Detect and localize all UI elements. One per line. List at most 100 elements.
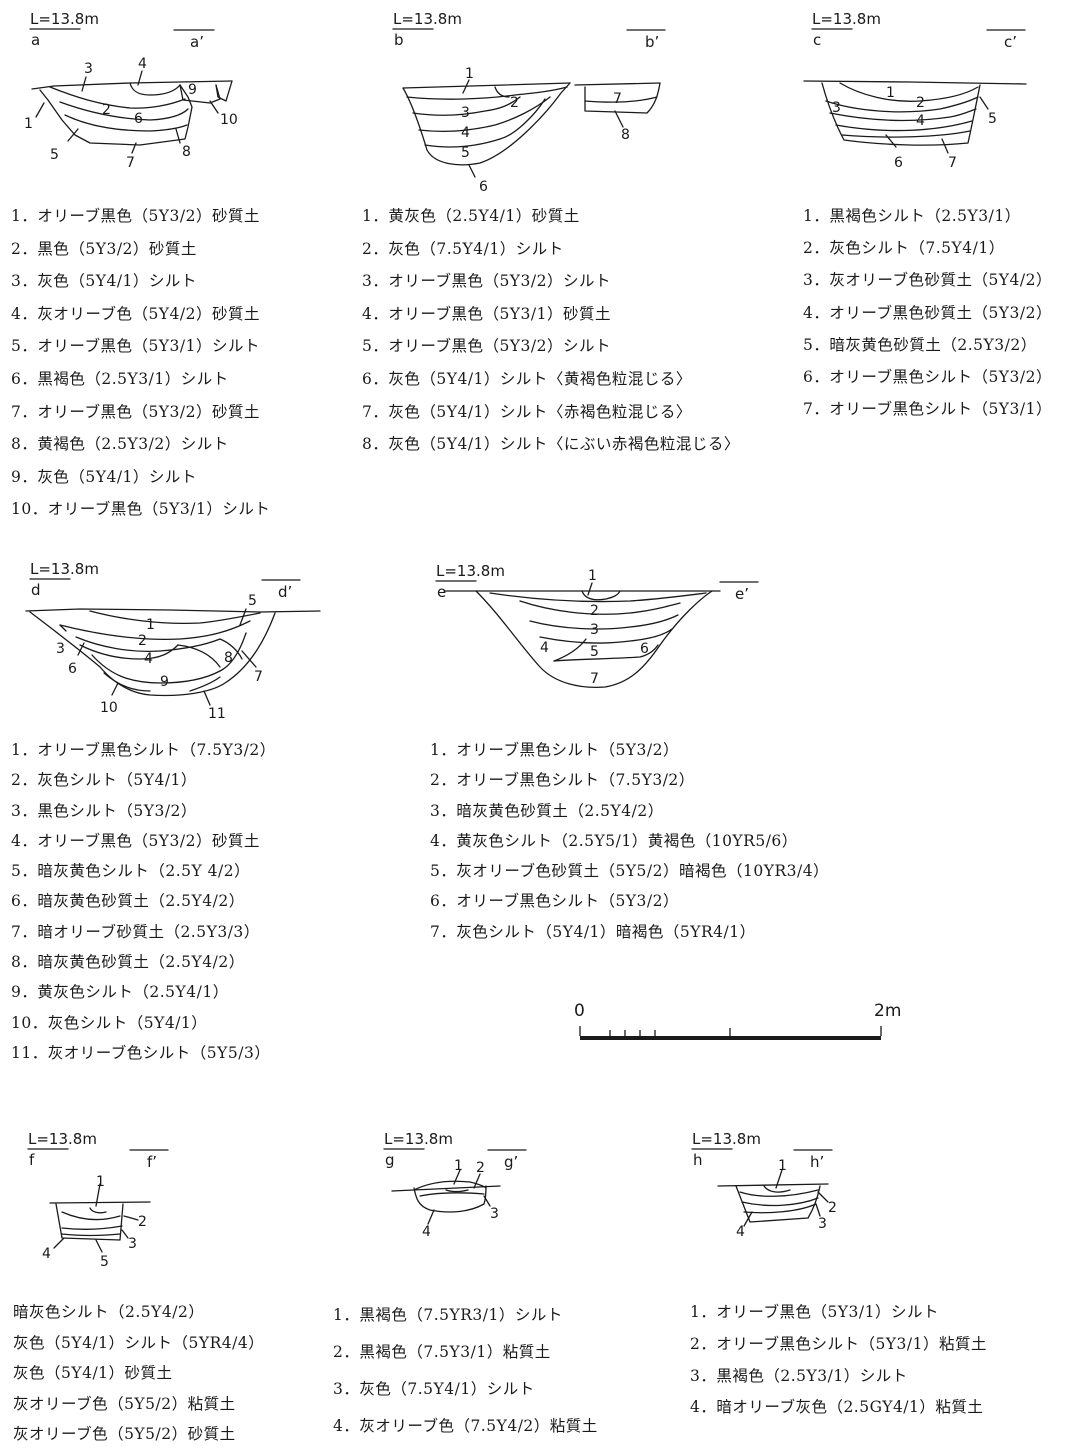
- svg-text:8: 8: [224, 650, 233, 666]
- legend-item: 6．黒褐色（2.5Y3/1）シルト: [11, 369, 229, 388]
- section-h-drawing: L=13.8m h h’ 1 2 3 4: [691, 1130, 837, 1240]
- legend-item: 4．灰オリーブ色（7.5Y4/2）粘質土: [333, 1417, 598, 1435]
- legend-item: 2．灰色シルト（7.5Y4/1）: [803, 239, 1005, 258]
- legend-item: 3．灰色（5Y4/1）シルト: [11, 272, 197, 291]
- section-e-drawing: L=13.8m e e’ 1 2 3 4 5 6 7: [435, 562, 759, 689]
- svg-text:4: 4: [144, 651, 153, 667]
- svg-text:4: 4: [42, 1246, 51, 1262]
- legend-item: 3．オリーブ黒色（5Y3/2）シルト: [362, 272, 611, 291]
- legend-item: 3．暗灰黄色砂質土（2.5Y4/2）: [430, 801, 664, 820]
- legend-item: 4．黄灰色シルト（2.5Y5/1）黄褐色（10YR5/6）: [430, 831, 798, 850]
- section-e-legend: 1．オリーブ黒色シルト（5Y3/2） 2．オリーブ黒色シルト（7.5Y3/2） …: [430, 735, 829, 947]
- legend-item: 8．黄褐色（2.5Y3/2）シルト: [11, 435, 229, 454]
- svg-text:6: 6: [68, 661, 77, 677]
- svg-text:3: 3: [84, 61, 93, 77]
- section-c-start-label: c: [813, 31, 821, 49]
- legend-item: 6．オリーブ黒色シルト（5Y3/2）: [803, 368, 1052, 387]
- svg-text:7: 7: [613, 91, 622, 107]
- section-g-start-label: g: [385, 1151, 395, 1169]
- legend-item: 10．オリーブ黒色（5Y3/1）シルト: [11, 500, 271, 519]
- legend-item: 4．オリーブ黒色（5Y3/1）砂質土: [362, 304, 611, 323]
- legend-item: 3．黒褐色（2.5Y3/1）シルト: [690, 1366, 908, 1385]
- svg-text:3: 3: [818, 1216, 827, 1232]
- legend-item: 4．暗オリーブ灰色（2.5GY4/1）粘質土: [690, 1398, 984, 1417]
- legend-item: 2．黒色（5Y3/2）砂質土: [11, 239, 197, 258]
- svg-text:2: 2: [102, 102, 111, 118]
- legend-item: 4．オリーブ黒色砂質土（5Y3/2）: [803, 303, 1052, 322]
- scale-max-label: 2m: [874, 1001, 901, 1021]
- section-b-level: L=13.8m: [393, 10, 462, 28]
- section-g-legend: 1．黒褐色（7.5YR3/1）シルト 2．黒褐色（7.5Y3/1）粘質土 3．灰…: [333, 1297, 598, 1445]
- svg-text:3: 3: [128, 1236, 137, 1252]
- legend-item: 5．オリーブ黒色（5Y3/1）シルト: [11, 337, 260, 356]
- svg-text:1: 1: [454, 1158, 463, 1174]
- section-a-drawing: L=13.8m a a’ 1 2 3 4 5 6 7 8 9 10: [24, 10, 238, 171]
- section-c-legend: 1．黒褐色シルト（2.5Y3/1） 2．灰色シルト（7.5Y4/1） 3．灰オリ…: [803, 200, 1052, 425]
- section-e-level: L=13.8m: [436, 562, 505, 580]
- svg-text:1: 1: [886, 85, 895, 101]
- section-b-drawing: L=13.8m b b’ 1 2 3 4 5 6 7 8: [392, 10, 666, 195]
- legend-item: 5．暗灰黄色シルト（2.5Y 4/2）: [11, 862, 251, 881]
- legend-item: 4．灰オリーブ色（5Y4/2）砂質土: [11, 304, 260, 323]
- legend-item: 1．オリーブ黒色（5Y3/2）砂質土: [11, 207, 260, 225]
- svg-text:4: 4: [916, 113, 925, 129]
- svg-text:3: 3: [832, 100, 841, 116]
- svg-text:5: 5: [100, 1254, 109, 1270]
- svg-text:6: 6: [479, 179, 488, 195]
- scale-zero-label: 0: [574, 1001, 585, 1021]
- scale-bar: 0 2m: [574, 1001, 901, 1040]
- svg-text:5: 5: [248, 593, 257, 609]
- legend-item: 1．黒褐色（7.5YR3/1）シルト: [333, 1306, 563, 1324]
- legend-item: 5．灰オリーブ色砂質土（5Y5/2）暗褐色（10YR3/4）: [430, 862, 830, 881]
- section-h-start-label: h: [693, 1151, 703, 1169]
- svg-text:3: 3: [490, 1206, 499, 1222]
- legend-item: 2．灰色（7.5Y4/1）シルト: [362, 239, 564, 258]
- svg-text:1: 1: [465, 66, 474, 82]
- section-c-end-label: c’: [1004, 33, 1017, 51]
- section-d-end-label: d’: [278, 583, 292, 601]
- section-a-legend: 1．オリーブ黒色（5Y3/2）砂質土 2．黒色（5Y3/2）砂質土 3．灰色（5…: [11, 200, 270, 526]
- svg-text:7: 7: [590, 671, 599, 687]
- section-f-end-label: f’: [147, 1153, 157, 1171]
- svg-text:6: 6: [134, 111, 143, 127]
- svg-text:3: 3: [590, 622, 599, 638]
- svg-text:2: 2: [138, 633, 147, 649]
- svg-text:2: 2: [916, 95, 925, 111]
- legend-item: 1．黒褐色シルト（2.5Y3/1）: [803, 207, 1021, 225]
- svg-text:2: 2: [476, 1160, 485, 1176]
- svg-text:10: 10: [220, 112, 238, 128]
- section-f-start-label: f: [29, 1151, 35, 1169]
- svg-text:4: 4: [540, 640, 549, 656]
- section-d-start-label: d: [31, 581, 41, 599]
- legend-item: 8．暗灰黄色砂質土（2.5Y4/2）: [11, 953, 245, 972]
- svg-text:1: 1: [778, 1158, 787, 1174]
- legend-item: 灰色（5Y4/1）砂質土: [13, 1364, 173, 1382]
- section-e-start-label: e: [437, 583, 446, 601]
- section-a-end-label: a’: [190, 33, 204, 51]
- section-f-drawing: L=13.8m f f’ 1 2 3 4 5: [27, 1130, 169, 1270]
- legend-item: 2．オリーブ黒色シルト（5Y3/1）粘質土: [690, 1334, 987, 1353]
- legend-item: 11．灰オリーブ色シルト（5Y5/3）: [11, 1043, 271, 1062]
- svg-text:4: 4: [138, 56, 147, 72]
- section-d-level: L=13.8m: [30, 560, 99, 578]
- legend-item: 灰オリーブ色（5Y5/2）粘質土: [13, 1394, 236, 1413]
- svg-text:3: 3: [461, 105, 470, 121]
- svg-text:8: 8: [182, 144, 191, 160]
- section-h-legend: 1．オリーブ黒色（5Y3/1）シルト 2．オリーブ黒色シルト（5Y3/1）粘質土…: [690, 1297, 987, 1424]
- svg-text:1: 1: [146, 617, 155, 633]
- svg-text:1: 1: [96, 1174, 105, 1190]
- svg-text:6: 6: [894, 155, 903, 171]
- section-h-level: L=13.8m: [692, 1130, 761, 1148]
- legend-item: 灰オリーブ色（5Y5/2）砂質土: [13, 1425, 236, 1443]
- legend-item: 2．オリーブ黒色シルト（7.5Y3/2）: [430, 771, 695, 790]
- svg-text:5: 5: [590, 644, 599, 660]
- legend-item: 9．灰色（5Y4/1）シルト: [11, 467, 197, 486]
- legend-item: 1．オリーブ黒色シルト（7.5Y3/2）: [11, 741, 276, 759]
- section-d-legend: 1．オリーブ黒色シルト（7.5Y3/2） 2．灰色シルト（5Y4/1） 3．黒色…: [11, 735, 276, 1068]
- section-f-legend: 暗灰色シルト（2.5Y4/2） 灰色（5Y4/1）シルト（5YR4/4） 灰色（…: [13, 1297, 264, 1450]
- svg-text:5: 5: [50, 147, 59, 163]
- legend-item: 3．黒色シルト（5Y3/2）: [11, 801, 197, 820]
- legend-item: 7．オリーブ黒色シルト（5Y3/1）: [803, 400, 1052, 419]
- legend-item: 7．暗オリーブ砂質土（2.5Y3/3）: [11, 922, 260, 941]
- svg-text:4: 4: [736, 1224, 745, 1240]
